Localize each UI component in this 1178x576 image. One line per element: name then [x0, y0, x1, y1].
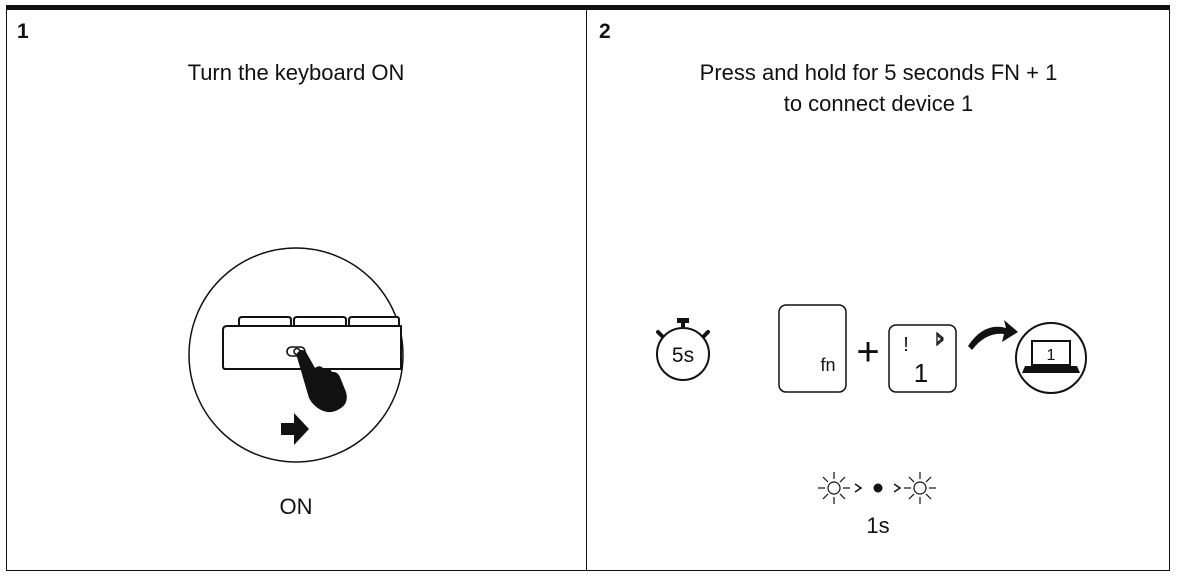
timer-label: 5s	[672, 344, 694, 367]
plus-sign: +	[856, 330, 880, 374]
panel-divider	[586, 10, 587, 571]
laptop-icon	[1022, 340, 1080, 373]
device-number-label: 1	[1047, 347, 1056, 364]
step-1-caption: ON	[279, 494, 313, 519]
keyboard-edge	[222, 316, 402, 370]
arrow-right-icon	[281, 413, 309, 445]
blink-interval-label: 1s	[866, 513, 890, 538]
fn-key-label: fn	[820, 355, 835, 375]
instruction-frame	[6, 5, 1170, 571]
stopwatch-icon: 5s	[656, 318, 710, 381]
key-symbol-exclamation: !	[903, 334, 909, 356]
step-1-title: Turn the keyboard ON	[187, 60, 405, 85]
fn-key: fn	[778, 304, 847, 393]
step-1-number: 1	[17, 20, 29, 43]
target-device-icon: 1	[1015, 322, 1087, 394]
hand-pointer-icon	[296, 350, 347, 413]
led-blink-icon	[818, 472, 936, 504]
step-2-number: 2	[599, 20, 611, 43]
step-2-title: Press and hold for 5 seconds FN + 1 to c…	[587, 57, 1170, 119]
number-1-key: ! 1	[888, 324, 957, 393]
keyboard-switch-illustration	[188, 247, 404, 463]
key-number-label: 1	[914, 358, 928, 388]
step-2-title-line-2: to connect device 1	[783, 91, 974, 116]
curved-arrow-icon	[968, 320, 1018, 350]
bluetooth-icon	[936, 331, 945, 347]
step-2-title-line-1: Press and hold for 5 seconds FN + 1	[699, 60, 1058, 85]
